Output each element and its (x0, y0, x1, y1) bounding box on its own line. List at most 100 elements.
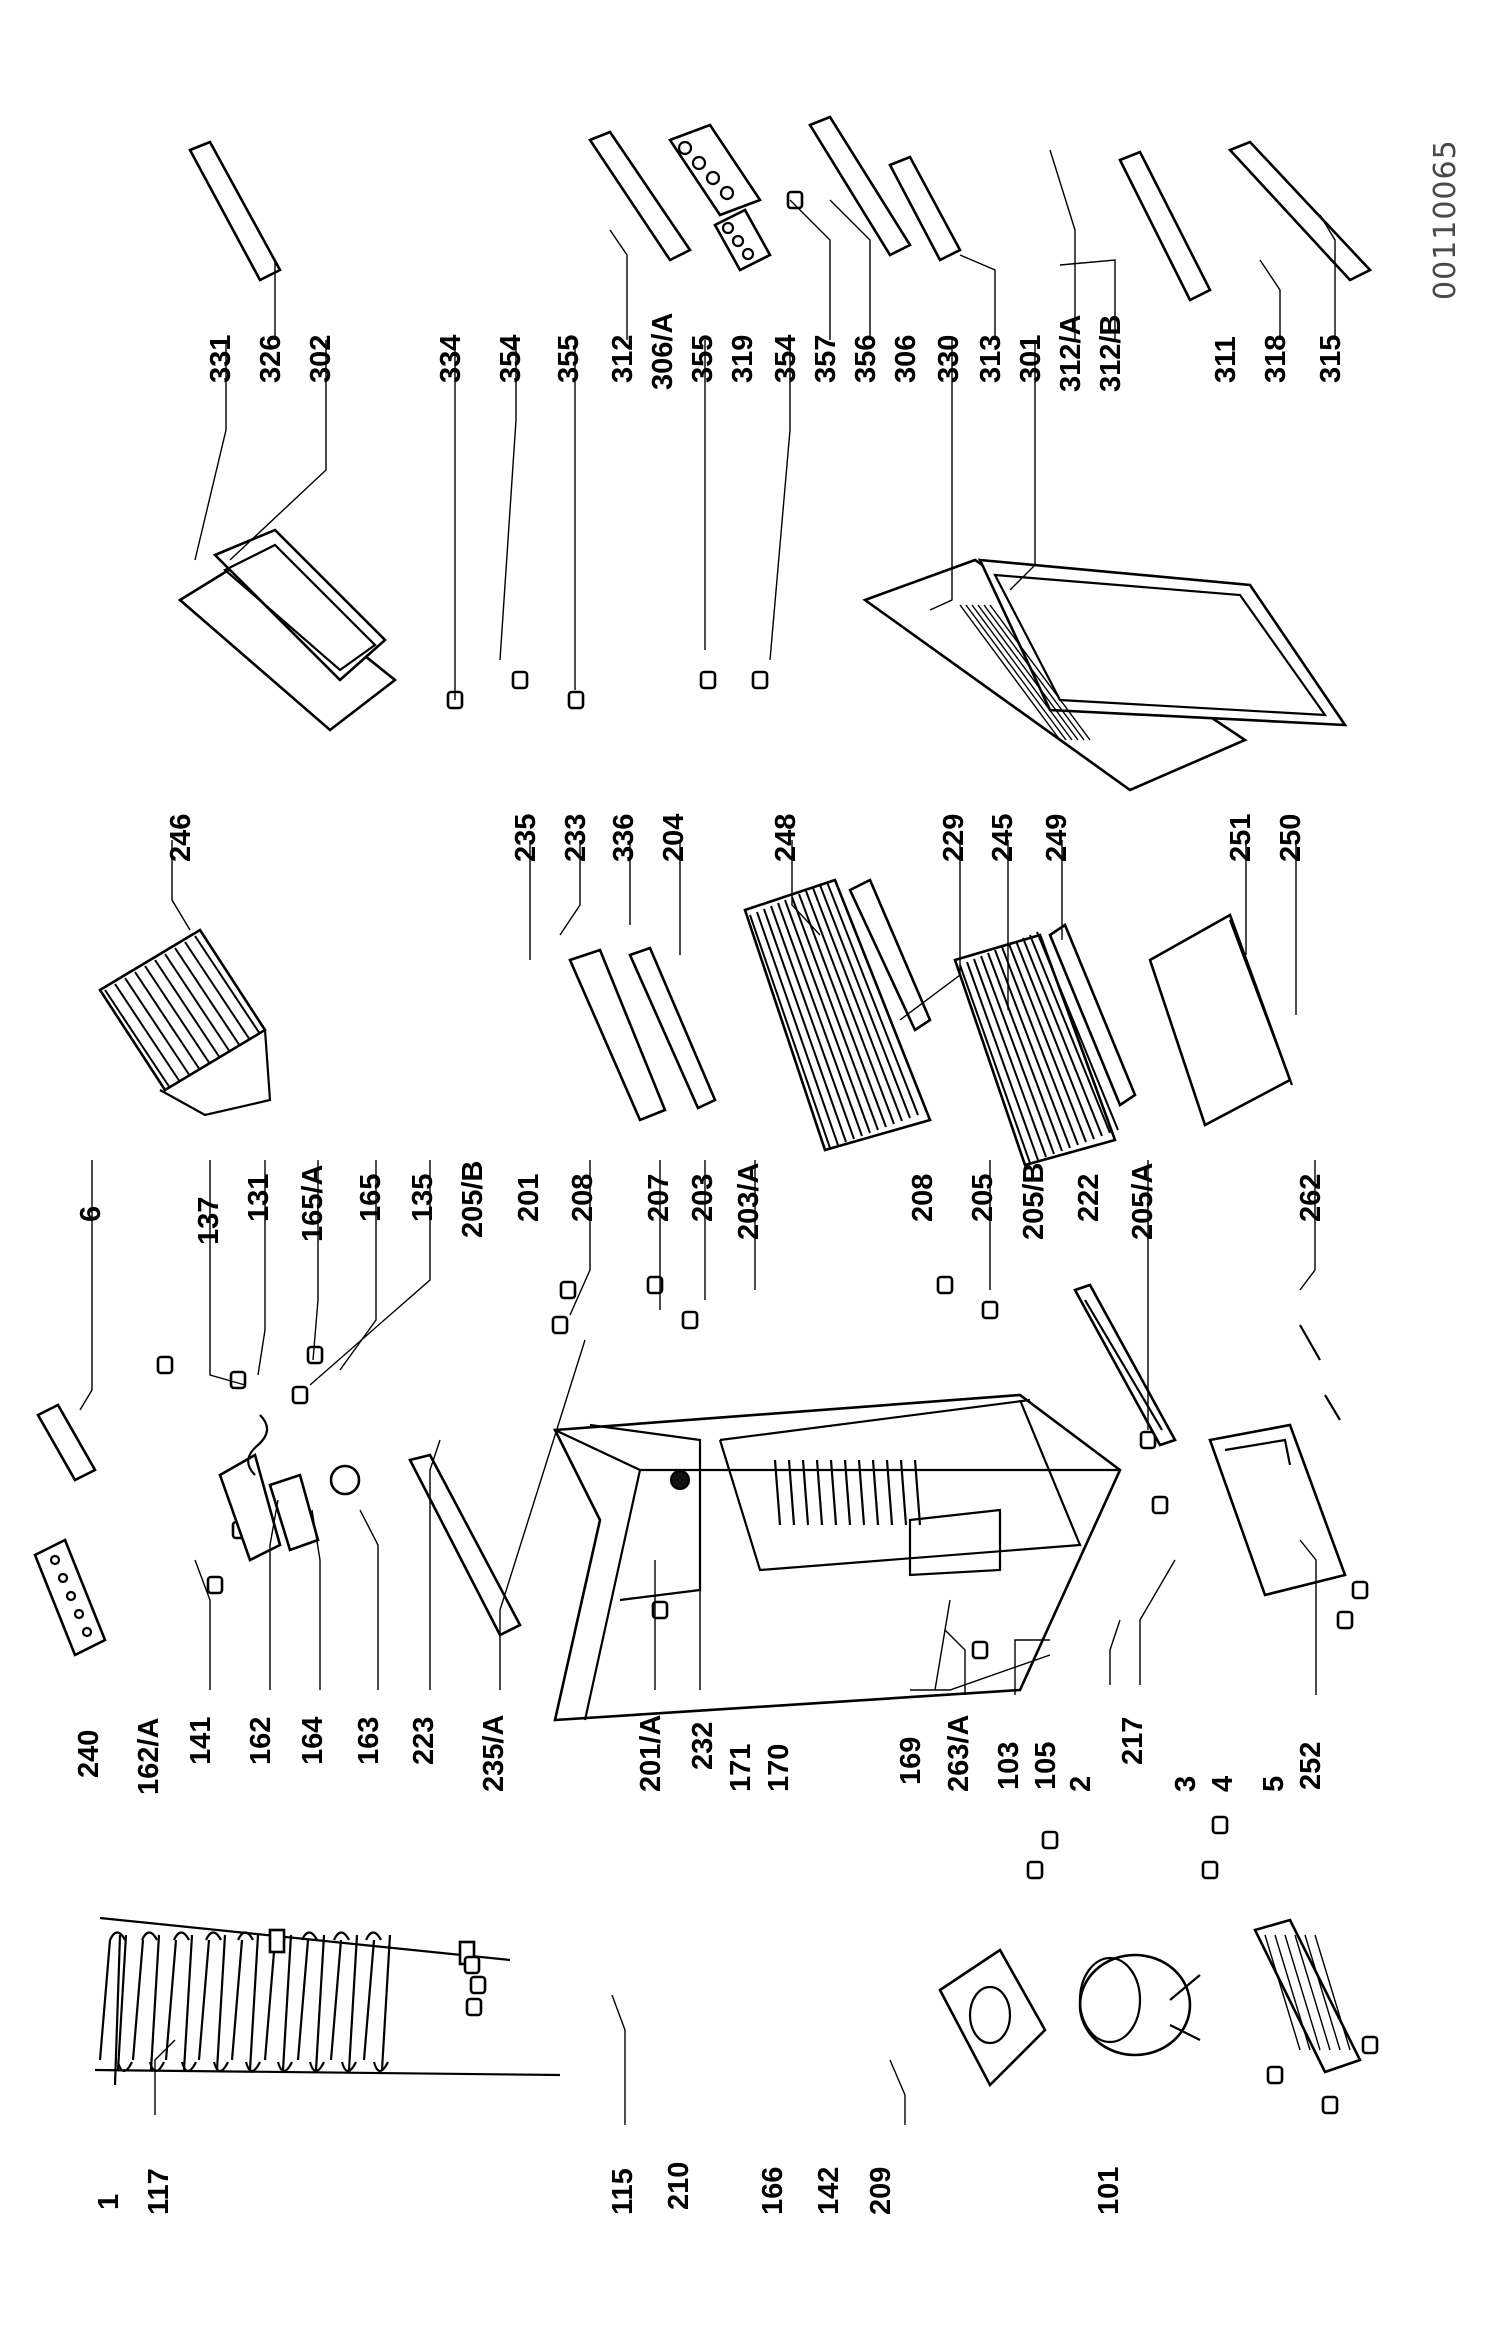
part-label-103: 103 (993, 1742, 1025, 1790)
compressor-base (1253, 1918, 1362, 2074)
part-label-162: 162 (245, 1717, 277, 1765)
part-label-249: 249 (1041, 814, 1073, 862)
part-label-331: 331 (205, 335, 237, 383)
part-label-2: 2 (1065, 1776, 1097, 1792)
part-label-165: 165 (355, 1174, 387, 1222)
leader-line (1014, 1639, 1050, 1695)
part-label-209: 209 (865, 2167, 897, 2215)
part-label-302: 302 (305, 335, 337, 383)
leader-line (944, 1629, 966, 1695)
part-label-105: 105 (1030, 1742, 1062, 1790)
part-label-205b-top: 205/B (457, 1161, 489, 1238)
part-label-312b: 312/B (1095, 315, 1127, 392)
part-label-229: 229 (938, 814, 970, 862)
leader-line (899, 840, 961, 1021)
part-label-210: 210 (663, 2162, 695, 2210)
part-label-222: 222 (1073, 1174, 1105, 1222)
part-label-233: 233 (560, 814, 592, 862)
leader-line (1009, 340, 1036, 591)
part-label-326: 326 (255, 335, 287, 383)
part-label-312: 312 (607, 335, 639, 383)
part-label-306a: 306/A (647, 313, 679, 390)
leader-line (194, 1559, 211, 1690)
leader-line (1139, 1559, 1176, 1685)
part-label-354-a: 354 (495, 335, 527, 383)
wire-shelf-245 (953, 923, 1137, 1167)
part-label-318: 318 (1260, 335, 1292, 383)
wire-shelf-246 (98, 928, 272, 1117)
part-label-170: 170 (763, 1744, 795, 1792)
leader-line (959, 254, 996, 340)
glass-shelf-250 (1148, 913, 1294, 1127)
part-label-164: 164 (297, 1717, 329, 1765)
part-label-251: 251 (1225, 814, 1257, 862)
compressor (1078, 1953, 1201, 2057)
leader-line (609, 229, 628, 340)
leader-line (929, 340, 953, 611)
leader-line (429, 1439, 441, 1690)
part-label-306: 306 (890, 335, 922, 383)
part-label-166: 166 (757, 2167, 789, 2215)
leader-line (339, 1160, 377, 1371)
part-label-356: 356 (850, 335, 882, 383)
leader-line (1319, 214, 1336, 340)
part-label-205b-bottom: 205/B (1018, 1163, 1050, 1240)
part-label-334: 334 (435, 335, 467, 383)
leader-line (312, 1160, 319, 1361)
leader-line (257, 1160, 266, 1376)
part-label-315: 315 (1315, 335, 1347, 383)
part-label-354-b: 354 (770, 335, 802, 383)
part-label-245: 245 (987, 814, 1019, 862)
rails (1073, 1283, 1341, 1447)
small-fittings (156, 190, 1379, 2115)
part-label-357: 357 (810, 335, 842, 383)
part-label-204: 204 (658, 814, 690, 862)
part-label-235: 235 (510, 814, 542, 862)
leader-line (499, 1339, 586, 1690)
part-label-263a: 263/A (943, 1715, 975, 1792)
part-label-141: 141 (185, 1717, 217, 1765)
leader-line (1049, 149, 1076, 340)
part-label-203: 203 (687, 1174, 719, 1222)
part-label-205: 205 (967, 1174, 999, 1222)
leader-line (194, 340, 227, 561)
leader-line (1299, 1539, 1317, 1695)
part-label-208-bottom: 208 (907, 1174, 939, 1222)
part-label-262: 262 (1295, 1174, 1327, 1222)
leader-line (499, 340, 517, 661)
leader-line (171, 840, 191, 931)
leader-line (359, 1509, 379, 1690)
leader-line (154, 2039, 176, 2115)
part-label-330: 330 (933, 335, 965, 383)
part-label-312a: 312/A (1055, 315, 1087, 392)
part-label-248: 248 (770, 814, 802, 862)
leader-line (229, 340, 327, 561)
part-label-223: 223 (408, 1717, 440, 1765)
part-label-169: 169 (895, 1737, 927, 1785)
leader-line (789, 199, 831, 340)
part-label-235a: 235/A (478, 1715, 510, 1792)
part-label-319: 319 (727, 335, 759, 383)
reference-code: 00110065 (1428, 139, 1463, 300)
part-label-205a: 205/A (1127, 1163, 1159, 1240)
leader-line (769, 340, 791, 661)
part-label-6: 6 (75, 1206, 107, 1222)
leader-line (79, 1160, 93, 1411)
part-label-207: 207 (643, 1174, 675, 1222)
leader-lines (79, 149, 1336, 2125)
leader-line (569, 1160, 591, 1316)
leader-line (1259, 259, 1281, 340)
part-label-240: 240 (73, 1730, 105, 1778)
leader-line (559, 840, 581, 936)
part-label-137: 137 (193, 1197, 225, 1245)
part-label-246: 246 (165, 814, 197, 862)
part-label-250: 250 (1275, 814, 1307, 862)
part-label-336: 336 (608, 814, 640, 862)
part-label-163: 163 (353, 1717, 385, 1765)
door-bins (188, 115, 1373, 302)
freezer-door (177, 528, 398, 732)
leader-line (1299, 1160, 1316, 1291)
part-label-131: 131 (243, 1174, 275, 1222)
